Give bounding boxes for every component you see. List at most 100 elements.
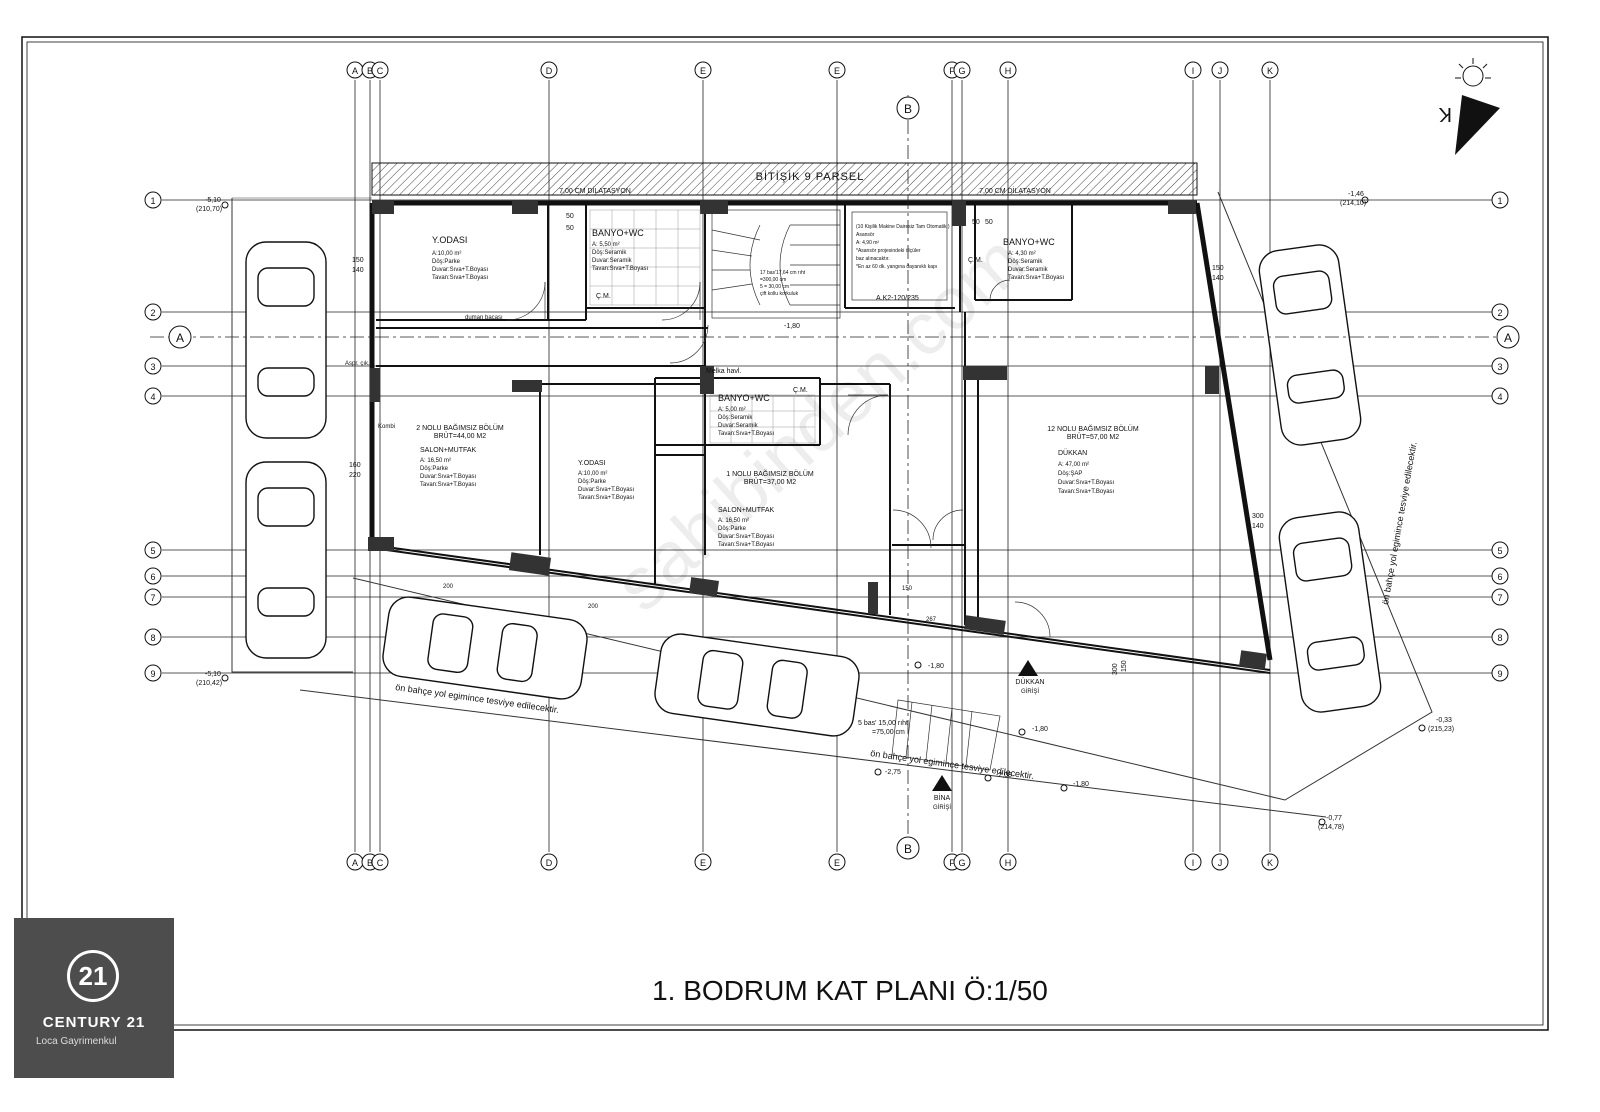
svg-text:150: 150 (352, 257, 364, 264)
svg-text:Ç.M.: Ç.M. (968, 257, 983, 264)
axis-bubble (828, 853, 846, 871)
axis-bubble (144, 357, 162, 375)
axis-letter-label: B (367, 858, 373, 868)
svg-text:Döş:Parke: Döş:Parke (420, 466, 449, 472)
svg-text:300: 300 (1112, 663, 1119, 675)
axis-bubble (1184, 61, 1202, 79)
car-right-1 (1258, 244, 1362, 446)
svg-text:Döş:Parke: Döş:Parke (718, 526, 747, 532)
svg-text:Ç.M.: Ç.M. (596, 293, 611, 300)
svg-text:Melka havl.: Melka havl. (706, 368, 741, 375)
axis-letter-label: E (700, 858, 706, 868)
svg-text:Döş:ŞAP: Döş:ŞAP (1058, 471, 1082, 477)
svg-text:Duvar:Sıva+T.Boyası: Duvar:Sıva+T.Boyası (578, 487, 635, 493)
car-left-2 (245, 461, 327, 659)
svg-text:ön bahçe yol egimince tesviye: ön bahçe yol egimince tesviye edilecekti… (1380, 441, 1419, 605)
svg-text:17 bas'17,64 cm rıht: 17 bas'17,64 cm rıht (760, 270, 806, 276)
svg-text:50: 50 (985, 219, 993, 226)
axis-bubble (999, 853, 1017, 871)
axis-letter-label: I (1192, 858, 1195, 868)
site-boundary-left (231, 198, 353, 673)
svg-text:-0,77: -0,77 (1326, 815, 1342, 822)
svg-text:BRÜT=37,00 M2: BRÜT=37,00 M2 (744, 478, 796, 486)
axis-number-label: 6 (150, 572, 155, 582)
svg-text:-1,80: -1,80 (928, 663, 944, 670)
axis-bubble (1184, 853, 1202, 871)
axis-number-label: 2 (150, 308, 155, 318)
elevator-shaft (851, 211, 948, 301)
axis-letter-label: C (377, 66, 384, 76)
dimension-values: 150 140 160 220 50 50 50 50 150 140 300 … (349, 213, 1264, 675)
svg-text:BANYO+WC: BANYO+WC (1003, 237, 1055, 247)
svg-text:-1,46: -1,46 (1348, 191, 1364, 198)
svg-text:-1,80: -1,80 (784, 323, 800, 330)
axis-number-label: 7 (1497, 593, 1502, 603)
axis-bubble (1491, 541, 1509, 559)
svg-text:140: 140 (352, 267, 364, 274)
svg-text:Tavan:Sıva+T.Boyası: Tavan:Sıva+T.Boyası (432, 275, 489, 281)
axis-number-label: 3 (150, 362, 155, 372)
svg-text:-1,80: -1,80 (1032, 726, 1048, 733)
dilatasyon-left: 7,00 CM DİLATASYON (559, 186, 631, 195)
svg-text:Duvar:Seramik: Duvar:Seramik (1008, 267, 1049, 273)
svg-text:-2,08: -2,08 (996, 772, 1012, 779)
north-arrow-icon: K (1438, 58, 1500, 155)
plan-title: 1. BODRUM KAT PLANI Ö:1/50 (652, 975, 1048, 1006)
axis-bubble (999, 61, 1017, 79)
svg-text:Döş:Seramik: Döş:Seramik (592, 250, 627, 256)
structural-columns (368, 200, 1267, 670)
dilatasyon-right: 7,00 CM DİLATASYON (979, 186, 1051, 195)
svg-text:*Asansör projesindeki ölçüler: *Asansör projesindeki ölçüler (856, 248, 921, 254)
axis-number-label: 4 (1497, 392, 1502, 402)
adjacent-parcel-hatch (371, 162, 1198, 196)
axis-bubble (144, 664, 162, 682)
parcel-label: BİTİŞİK 9 PARSEL (756, 170, 865, 183)
svg-text:50: 50 (566, 225, 574, 232)
svg-text:300: 300 (1252, 513, 1264, 520)
svg-text:150: 150 (1212, 265, 1224, 272)
svg-text:*En az 60 dk. yangına dayanıkl: *En az 60 dk. yangına dayanıklı kapı (856, 264, 937, 270)
axis-letter-label: H (1005, 858, 1012, 868)
car-front-2 (654, 633, 860, 737)
parked-cars (245, 241, 1382, 737)
svg-text:Duvar:Sıva+T.Boyası: Duvar:Sıva+T.Boyası (1058, 480, 1115, 486)
svg-text:-0,33: -0,33 (1436, 717, 1452, 724)
svg-text:5 = 30,00 cm: 5 = 30,00 cm (760, 284, 789, 290)
axis-bubble (953, 61, 971, 79)
axis-number-label: 3 (1497, 362, 1502, 372)
svg-text:220: 220 (349, 472, 361, 479)
axis-letter-label: K (1267, 66, 1273, 76)
unit-1-label: 1 NOLU BAĞIMSIZ BÖLÜM BRÜT=37,00 M2 SALO… (718, 469, 814, 548)
axis-number-label: 2 (1497, 308, 1502, 318)
svg-text:267: 267 (926, 617, 937, 623)
north-label: K (1438, 103, 1452, 125)
svg-text:140: 140 (1252, 523, 1264, 530)
svg-text:A:10,00 m²: A:10,00 m² (578, 471, 607, 477)
axis-number-label: 6 (1497, 572, 1502, 582)
section-b-bottom: B (904, 842, 912, 856)
svg-text:Döş:Seramik: Döş:Seramik (718, 415, 753, 421)
axis-bubble (144, 628, 162, 646)
level-marks: -5,10 (210,70) -1,46 (214,10) -5,10 (210… (196, 191, 1454, 831)
svg-text:Döş:Parke: Döş:Parke (432, 259, 461, 265)
svg-text:Kombi: Kombi (378, 424, 395, 430)
axis-bubble (371, 853, 389, 871)
axis-letter-label: I (1192, 66, 1195, 76)
door-swings (506, 279, 1051, 638)
svg-text:BİNA: BİNA (934, 793, 951, 802)
axis-bubble (1491, 387, 1509, 405)
axis-bubble (694, 61, 712, 79)
axis-bubble (828, 61, 846, 79)
axis-number-label: 9 (1497, 669, 1502, 679)
svg-text:A: 16,50 m²: A: 16,50 m² (718, 518, 749, 524)
svg-text:GİRİŞİ: GİRİŞİ (1021, 688, 1039, 695)
axis-bubble (540, 61, 558, 79)
axis-bubble (1491, 567, 1509, 585)
axis-letter-label: E (700, 66, 706, 76)
svg-text:Tavan:Sıva+T.Boyası: Tavan:Sıva+T.Boyası (420, 482, 477, 488)
svg-text:SALON+MUTFAK: SALON+MUTFAK (718, 507, 775, 514)
axis-bubble (1491, 628, 1509, 646)
svg-text:BRÜT=44,00 M2: BRÜT=44,00 M2 (434, 432, 486, 440)
tile-pattern-bath1 (589, 209, 701, 306)
svg-text:BANYO+WC: BANYO+WC (718, 393, 770, 403)
